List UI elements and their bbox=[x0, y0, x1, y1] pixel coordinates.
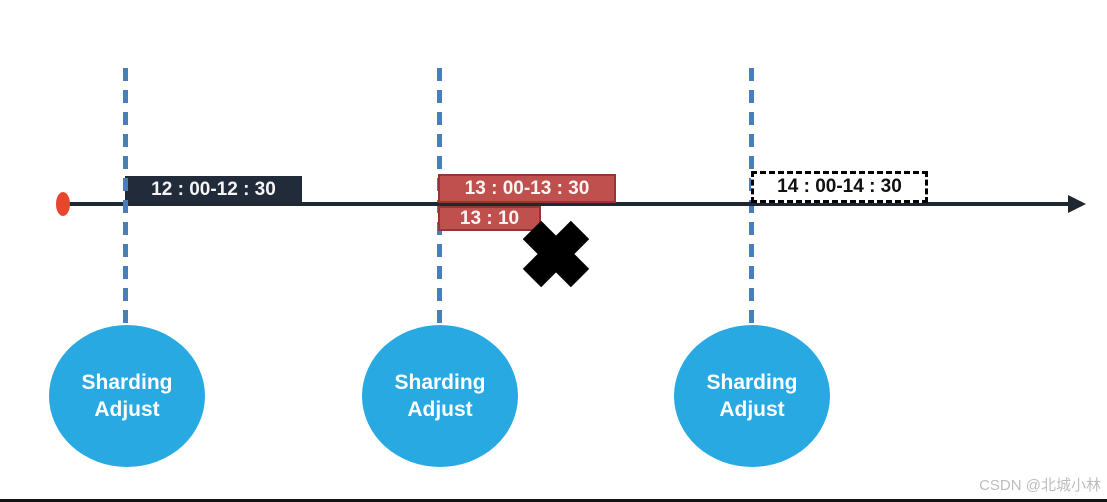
timeline-arrowhead-icon bbox=[1068, 195, 1086, 213]
time-slot-12-00: 12 : 00-12 : 30 bbox=[125, 176, 302, 203]
failure-cross-icon bbox=[522, 220, 590, 288]
time-slot-label: 13 : 00-13 : 30 bbox=[464, 177, 590, 199]
sharding-adjust-node-1: Sharding Adjust bbox=[49, 325, 205, 467]
time-slot-label: 14 : 00-14 : 30 bbox=[777, 176, 902, 197]
timeline-start-dot bbox=[56, 192, 70, 216]
time-slot-label: 13 : 10 bbox=[459, 207, 520, 229]
watermark: CSDN @北城小林 bbox=[979, 477, 1101, 494]
timeline-axis bbox=[62, 202, 1072, 206]
time-slot-label: 12 : 00-12 : 30 bbox=[151, 178, 276, 200]
sharding-adjust-node-2: Sharding Adjust bbox=[362, 325, 518, 467]
time-slot-13-00: 13 : 00-13 : 30 bbox=[438, 174, 616, 203]
time-slot-13-10-interrupt: 13 : 10 bbox=[438, 206, 541, 231]
time-slot-14-00-planned: 14 : 00-14 : 30 bbox=[751, 171, 928, 203]
bottom-edge-line bbox=[0, 499, 1107, 502]
guide-line-12 bbox=[123, 68, 128, 325]
node-label: Sharding Adjust bbox=[394, 370, 486, 421]
node-label: Sharding Adjust bbox=[706, 370, 798, 421]
node-label: Sharding Adjust bbox=[81, 370, 173, 421]
sharding-adjust-node-3: Sharding Adjust bbox=[674, 325, 830, 467]
